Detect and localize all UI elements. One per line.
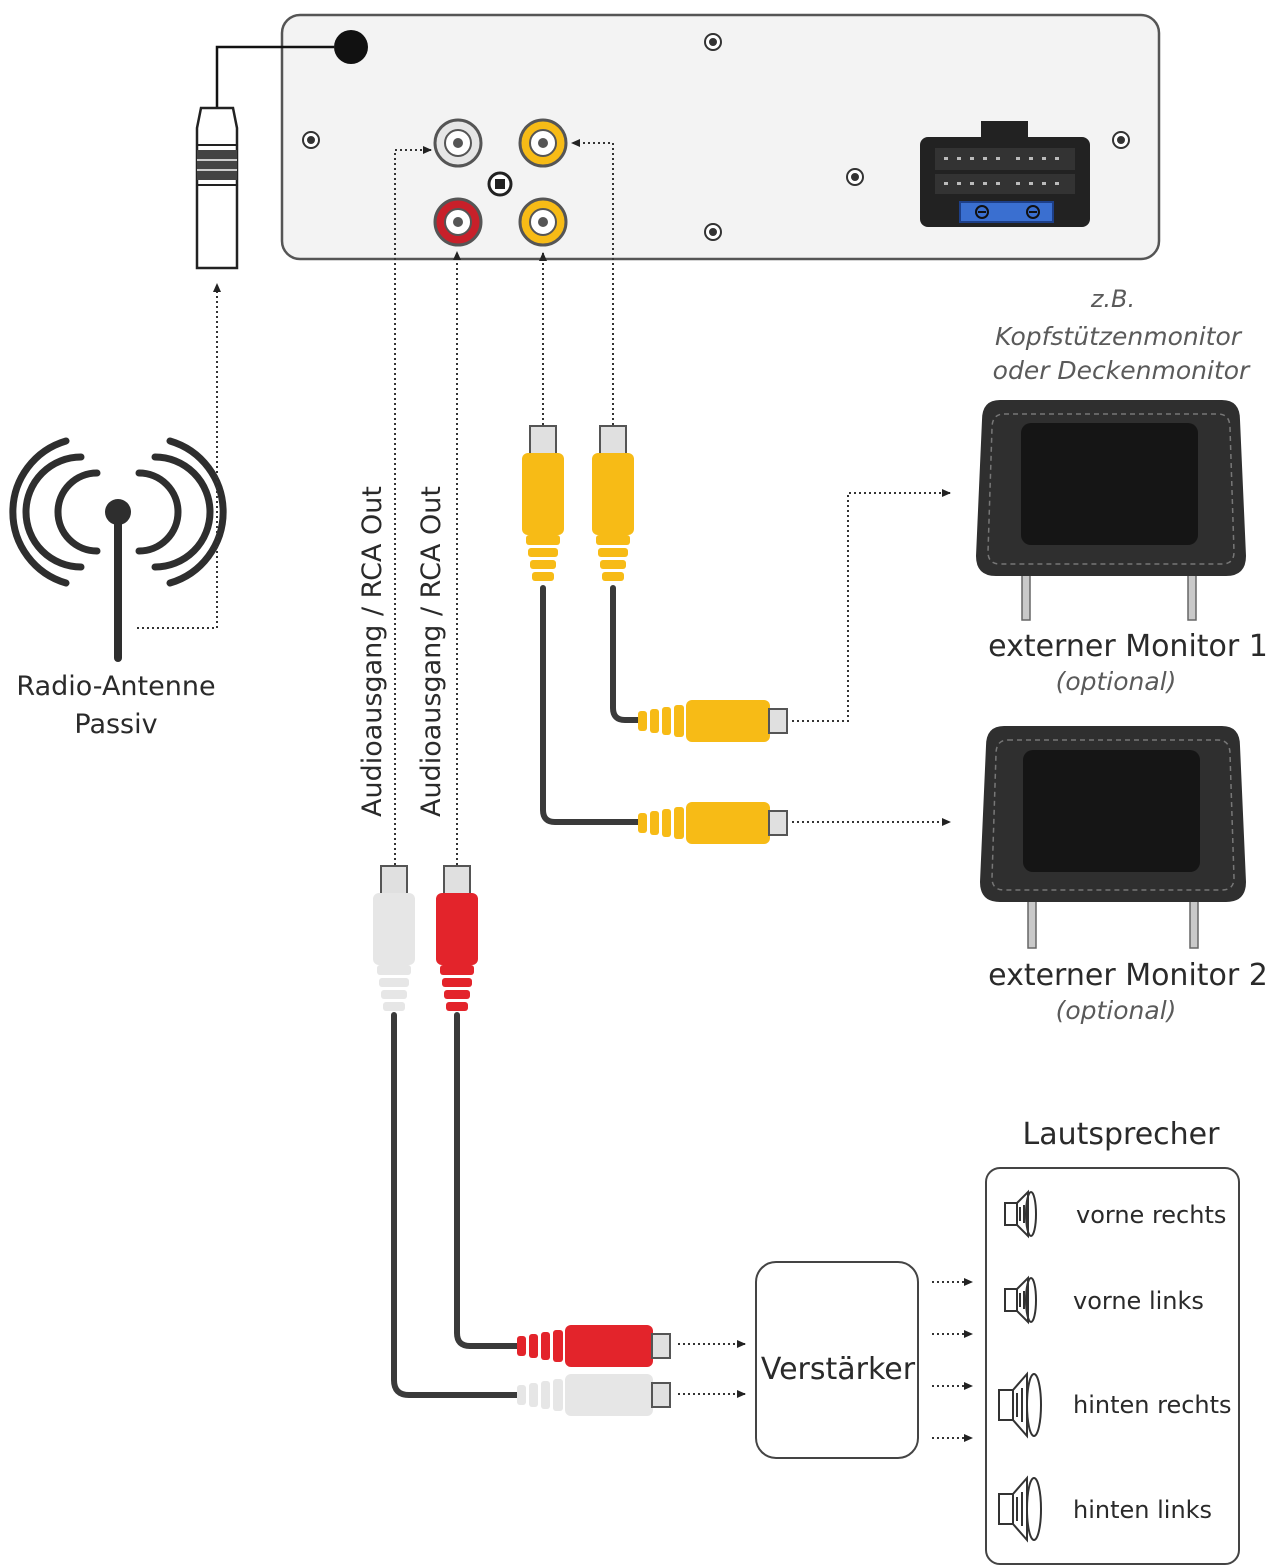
audio-out-label-2: Audioausgang / RCA Out <box>416 486 447 817</box>
connector-icon <box>920 121 1090 227</box>
center-screw-icon <box>487 171 513 197</box>
antenna-cable <box>195 45 334 270</box>
speakers-title: Lautsprecher <box>1023 1117 1221 1152</box>
antenna-icon <box>9 437 227 662</box>
rca-plug-icon <box>517 1325 671 1367</box>
amplifier-label: Verstärker <box>761 1352 916 1387</box>
amplifier-box <box>755 1261 919 1459</box>
monitor-note-ceiling: oder Deckenmonitor <box>993 356 1251 385</box>
rca-plug-icon <box>522 425 564 581</box>
rca-plug-icon <box>592 425 634 581</box>
monitor-icon <box>980 726 1246 949</box>
rca-socket-red <box>433 197 483 247</box>
rca-socket-white <box>433 118 483 168</box>
speaker-icon <box>1004 1189 1037 1239</box>
rca-plug-icon <box>638 700 788 742</box>
screw-icon <box>302 33 1130 241</box>
audio-out-label-1: Audioausgang / RCA Out <box>357 486 388 817</box>
monitor-note-zb: z.B. <box>1090 285 1135 313</box>
speaker-rear-right-label: hinten rechts <box>1073 1391 1232 1419</box>
antenna-socket <box>334 30 368 64</box>
speaker-icon <box>1004 1275 1037 1325</box>
rca-socket-yellow-1 <box>518 118 568 168</box>
antenna-label: Radio-Antenne <box>16 671 215 702</box>
rca-plug-icon <box>638 802 788 844</box>
audio-rca-cable <box>373 865 671 1416</box>
rca-plug-icon <box>373 865 415 1011</box>
monitor1-optional: (optional) <box>1056 667 1177 696</box>
rca-socket-yellow-2 <box>518 197 568 247</box>
speaker-icon <box>998 1371 1042 1439</box>
monitor2-label: externer Monitor 2 <box>988 958 1268 993</box>
speakers-box <box>985 1167 1240 1565</box>
head-unit-back-panel <box>280 13 1161 261</box>
rca-plug-icon <box>517 1374 671 1416</box>
monitor-note-headrest: Kopfstützenmonitor <box>995 322 1243 351</box>
video-rca-cable <box>522 425 788 844</box>
monitor1-label: externer Monitor 1 <box>988 629 1268 664</box>
speaker-front-right-label: vorne rechts <box>1076 1201 1226 1229</box>
speaker-rear-left-label: hinten links <box>1073 1496 1212 1524</box>
monitor-icon <box>976 400 1246 621</box>
monitor2-optional: (optional) <box>1056 996 1177 1025</box>
antenna-label-passive: Passiv <box>74 709 157 740</box>
speaker-front-left-label: vorne links <box>1073 1287 1204 1315</box>
rca-plug-icon <box>436 865 478 1011</box>
speaker-icon <box>998 1475 1042 1543</box>
